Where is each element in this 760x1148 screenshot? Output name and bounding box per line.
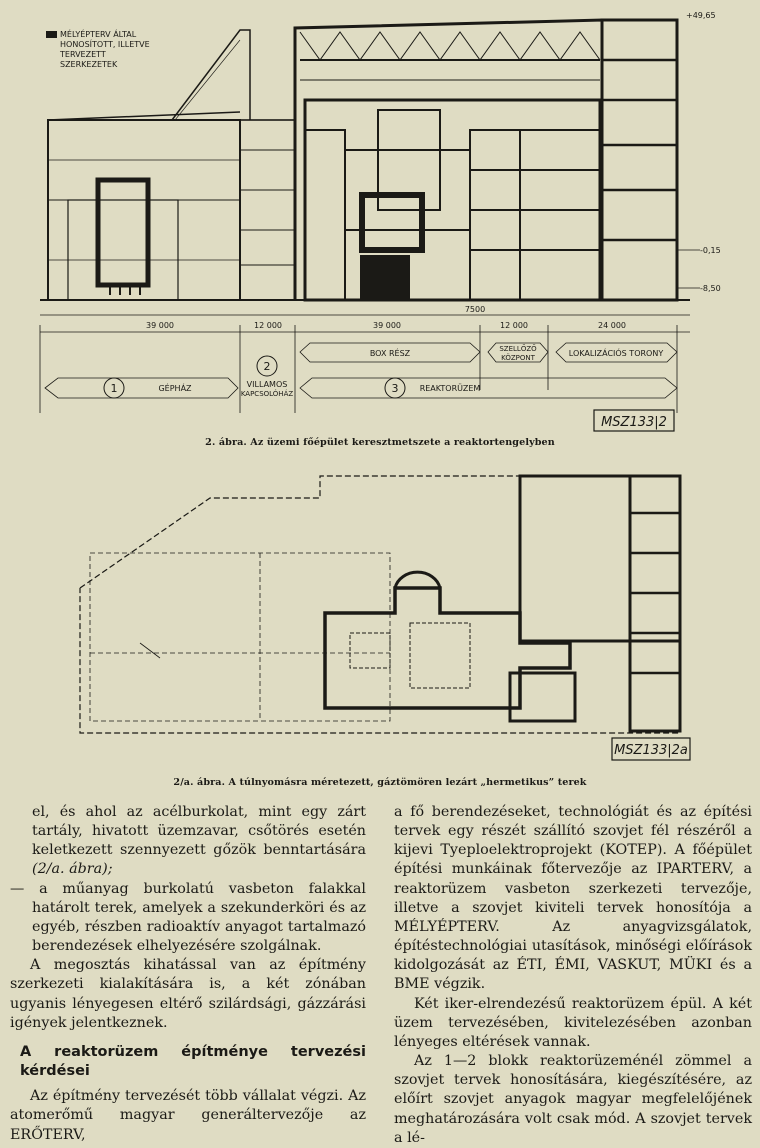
paragraph: Két iker-elrendezésű reaktorüzem épül. A… — [394, 995, 752, 1050]
zone-2-label-1: VILLAMOS — [247, 380, 288, 389]
elevation-top: +49,65 — [686, 11, 716, 20]
zone-vent-label-2: KÖZPONT — [501, 353, 535, 362]
zone-vent-label-1: SZELLŐZŐ — [499, 344, 537, 353]
section-heading: A reaktorüzem építménye tervezési kérdés… — [20, 1043, 366, 1080]
stamp-figure-2: MSZ133|2a — [614, 743, 688, 758]
paragraph: a fő berendezéseket, technológiát és az … — [394, 804, 752, 993]
hermetic-zone-outline — [323, 586, 572, 710]
legend-line-1: MÉLYÉPTERV ÁLTAL — [60, 28, 137, 39]
cross-section-drawing: MÉLYÉPTERV ÁLTAL HONOSÍTOTT, ILLETVE TER… — [39, 11, 721, 432]
dim-total: 7500 — [465, 305, 485, 314]
dim-machine-hall: 39 000 — [146, 321, 174, 330]
text-column-right: a fő berendezéseket, technológiát és az … — [394, 803, 752, 1148]
zone-3-number: 3 — [392, 382, 399, 395]
paragraph: Az 1—2 blokk reaktorüzeménél zömmel a sz… — [394, 1053, 752, 1146]
paragraph: Az építmény tervezését több vállalat vég… — [10, 1088, 366, 1143]
zone-box-label: BOX RÉSZ — [370, 347, 411, 358]
text-column-left: el, és ahol az acélburkolat, mint egy zá… — [10, 803, 366, 1145]
legend-line-4: SZERKEZETEK — [60, 60, 118, 69]
floor-plan-drawing: MSZ133|2a — [79, 474, 691, 761]
paragraph: el, és ahol az acélburkolat, mint egy zá… — [10, 803, 366, 880]
dim-ventilation: 12 000 — [500, 321, 528, 330]
figure-1-caption: 2. ábra. Az üzemi főépület keresztmetsze… — [205, 437, 555, 448]
figure-reference: (2/a. ábra); — [32, 861, 113, 878]
zone-3-label: REAKTORÜZEM — [420, 383, 481, 393]
reactor-shaft — [359, 192, 425, 253]
zone-2-label-2: KAPCSOLÓHÁZ — [241, 389, 294, 398]
paragraph-text: el, és ahol az acélburkolat, mint egy zá… — [32, 804, 366, 859]
elevation-bottom: -8,50 — [700, 284, 721, 293]
paragraph: — a műanyag burkolatú vasbeton falakkal … — [10, 880, 366, 955]
localization-tower — [600, 18, 679, 302]
paragraph: A megosztás kihatással van az építmény s… — [10, 957, 366, 1031]
legend-swatch — [46, 31, 57, 38]
zone-1-label: GÉPHÁZ — [158, 382, 192, 393]
stamp-figure-1: MSZ133|2 — [601, 415, 667, 430]
zone-1-number: 1 — [111, 382, 118, 395]
dim-tower: 24 000 — [598, 321, 626, 330]
zone-tower-label: LOKALIZÁCIÓS TORONY — [569, 347, 664, 358]
elevation-ground: -0,15 — [700, 246, 721, 255]
legend-line-3: TERVEZETT — [59, 50, 106, 59]
dim-electrical: 12 000 — [254, 321, 282, 330]
dim-box: 39 000 — [373, 321, 401, 330]
figure-2-caption: 2/a. ábra. A túlnyomásra méretezett, gáz… — [173, 777, 587, 788]
legend-line-2: HONOSÍTOTT, ILLETVE — [60, 38, 150, 49]
turbine-block — [95, 177, 151, 288]
zone-2-number: 2 — [264, 360, 271, 373]
